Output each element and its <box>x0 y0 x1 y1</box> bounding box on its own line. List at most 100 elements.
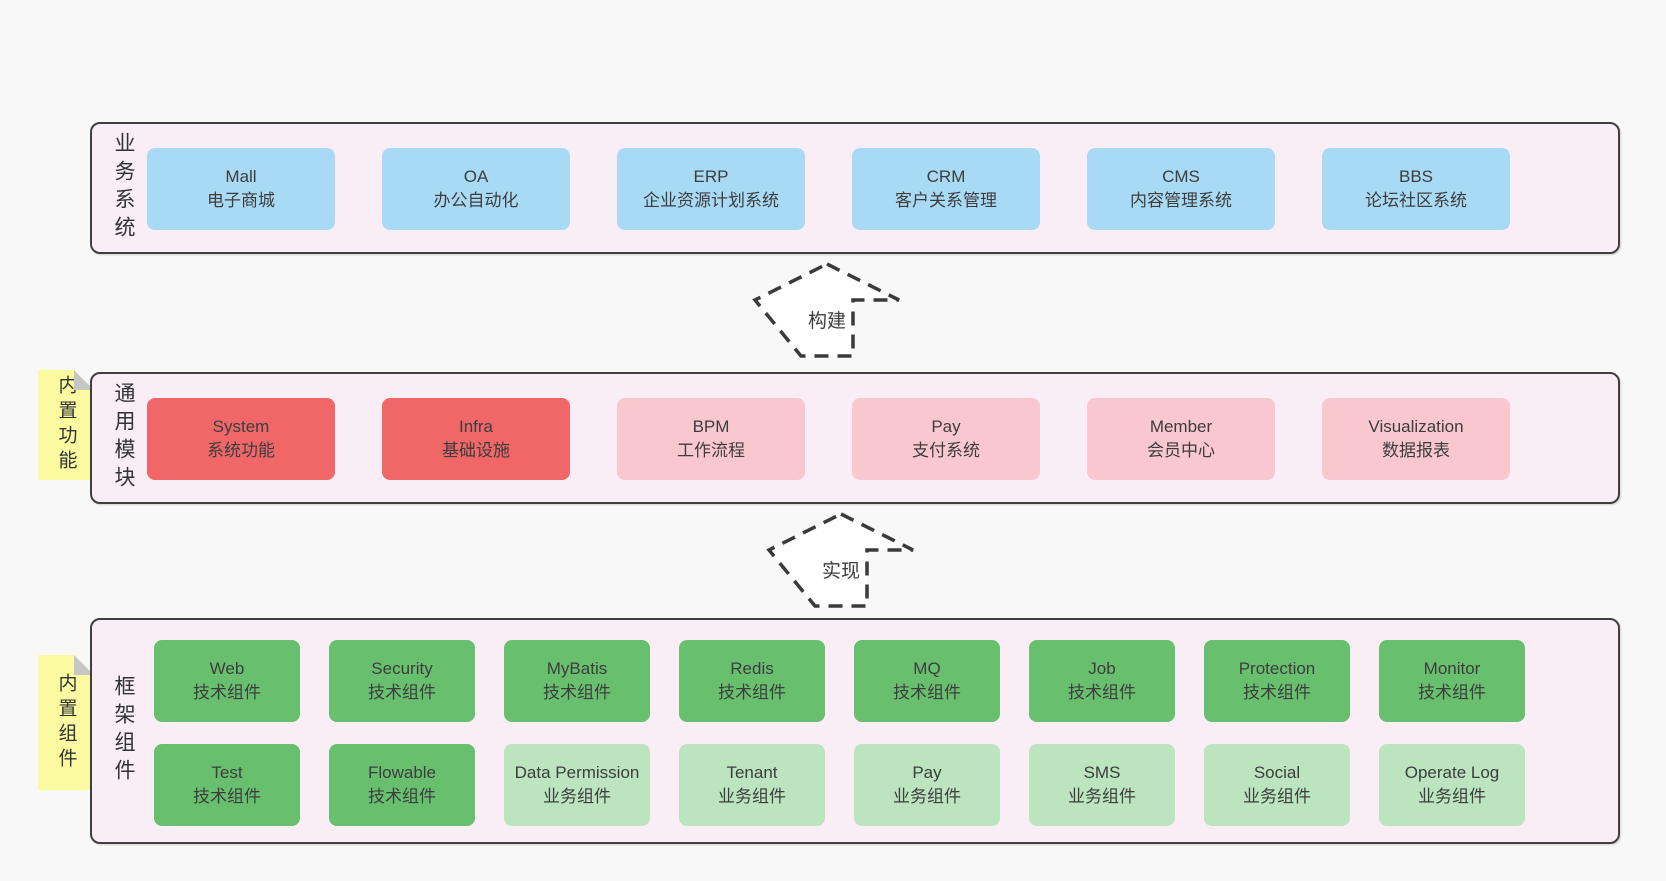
box-subtitle: 电子商城 <box>207 191 275 210</box>
box-monitor: Monitor 技术组件 <box>1379 640 1525 722</box>
box-mall: Mall 电子商城 <box>147 148 335 230</box>
box-protection: Protection 技术组件 <box>1204 640 1350 722</box>
arrow-implement-label: 实现 <box>819 556 863 583</box>
box-title: Monitor <box>1423 658 1481 678</box>
box-mq: MQ 技术组件 <box>854 640 1000 722</box>
box-mybatis: MyBatis 技术组件 <box>504 640 650 722</box>
components-box-row-2: Test 技术组件 Flowable 技术组件 Data Permission … <box>154 744 1525 826</box>
box-subtitle: 数据报表 <box>1382 441 1450 460</box>
box-security: Security 技术组件 <box>329 640 475 722</box>
box-erp: ERP 企业资源计划系统 <box>617 148 805 230</box>
box-title: Flowable <box>367 762 437 782</box>
box-pay-component: Pay 业务组件 <box>854 744 1000 826</box>
box-job: Job 技术组件 <box>1029 640 1175 722</box>
panel-components-label: 框架组件 <box>112 675 135 787</box>
panel-business-systems: 业务系统 Mall 电子商城 OA 办公自动化 ERP 企业资源计划系统 CRM… <box>90 122 1620 254</box>
arrow-build-label: 构建 <box>805 306 849 333</box>
sticky-note-text: 内置组件 <box>55 672 77 773</box>
business-box-row: Mall 电子商城 OA 办公自动化 ERP 企业资源计划系统 CRM 客户关系… <box>147 148 1510 230</box>
box-title: Infra <box>458 416 494 436</box>
box-title: ERP <box>693 166 729 186</box>
box-subtitle: 业务组件 <box>1243 787 1311 806</box>
box-subtitle: 工作流程 <box>677 441 745 460</box>
box-visualization: Visualization 数据报表 <box>1322 398 1510 480</box>
box-flowable: Flowable 技术组件 <box>329 744 475 826</box>
box-title: Security <box>371 658 433 678</box>
box-subtitle: 业务组件 <box>543 787 611 806</box>
box-cms: CMS 内容管理系统 <box>1087 148 1275 230</box>
box-sms: SMS 业务组件 <box>1029 744 1175 826</box>
box-subtitle: 技术组件 <box>543 683 611 702</box>
box-member: Member 会员中心 <box>1087 398 1275 480</box>
box-data-permission: Data Permission 业务组件 <box>504 744 650 826</box>
box-title: Visualization <box>1368 416 1464 436</box>
box-subtitle: 客户关系管理 <box>895 191 997 210</box>
box-title: Web <box>209 658 245 678</box>
panel-common-modules: 通用模块 System 系统功能 Infra 基础设施 BPM 工作流程 Pay… <box>90 372 1620 504</box>
box-bpm: BPM 工作流程 <box>617 398 805 480</box>
sticky-note-built-in-components: 内置组件 <box>38 655 94 790</box>
box-title: SMS <box>1083 762 1121 782</box>
box-tenant: Tenant 业务组件 <box>679 744 825 826</box>
box-subtitle: 技术组件 <box>1418 683 1486 702</box>
box-subtitle: 论坛社区系统 <box>1365 191 1467 210</box>
panel-framework-components: 框架组件 Web 技术组件 Security 技术组件 MyBatis 技术组件… <box>90 618 1620 844</box>
box-crm: CRM 客户关系管理 <box>852 148 1040 230</box>
box-subtitle: 系统功能 <box>207 441 275 460</box>
box-title: Data Permission <box>514 762 640 782</box>
box-subtitle: 业务组件 <box>893 787 961 806</box>
box-title: BPM <box>692 416 730 436</box>
box-subtitle: 技术组件 <box>893 683 961 702</box>
sticky-note-text: 内置功能 <box>55 375 77 475</box>
box-title: Protection <box>1238 658 1316 678</box>
box-subtitle: 技术组件 <box>368 683 436 702</box>
box-test: Test 技术组件 <box>154 744 300 826</box>
box-title: MyBatis <box>546 658 608 678</box>
box-title: CMS <box>1162 166 1200 186</box>
panel-business-label: 业务系统 <box>112 132 135 244</box>
box-web: Web 技术组件 <box>154 640 300 722</box>
arrow-build: 构建 <box>747 260 907 360</box>
box-title: Tenant <box>726 762 778 782</box>
box-subtitle: 技术组件 <box>1243 683 1311 702</box>
box-subtitle: 技术组件 <box>1068 683 1136 702</box>
panel-modules-label: 通用模块 <box>112 382 135 494</box>
folded-corner-icon <box>74 370 94 390</box>
box-operate-log: Operate Log 业务组件 <box>1379 744 1525 826</box>
box-subtitle: 支付系统 <box>912 441 980 460</box>
box-title: MQ <box>913 658 941 678</box>
box-title: Test <box>211 762 243 782</box>
box-system: System 系统功能 <box>147 398 335 480</box>
box-subtitle: 业务组件 <box>1418 787 1486 806</box>
arrow-implement: 实现 <box>761 510 921 610</box>
components-box-row-1: Web 技术组件 Security 技术组件 MyBatis 技术组件 Redi… <box>154 640 1525 722</box>
box-title: Member <box>1149 416 1213 436</box>
box-title: Social <box>1253 762 1301 782</box>
box-subtitle: 内容管理系统 <box>1130 191 1232 210</box>
box-subtitle: 技术组件 <box>718 683 786 702</box>
box-subtitle: 基础设施 <box>442 441 510 460</box>
box-oa: OA 办公自动化 <box>382 148 570 230</box>
box-redis: Redis 技术组件 <box>679 640 825 722</box>
sticky-note-built-in-features: 内置功能 <box>38 370 94 480</box>
box-title: CRM <box>926 166 966 186</box>
box-bbs: BBS 论坛社区系统 <box>1322 148 1510 230</box>
box-subtitle: 企业资源计划系统 <box>643 191 779 210</box>
box-title: Pay <box>912 762 942 782</box>
box-title: BBS <box>1398 166 1434 186</box>
box-title: System <box>212 416 270 436</box>
box-infra: Infra 基础设施 <box>382 398 570 480</box>
box-social: Social 业务组件 <box>1204 744 1350 826</box>
modules-box-row: System 系统功能 Infra 基础设施 BPM 工作流程 Pay 支付系统… <box>147 398 1510 480</box>
box-title: Pay <box>931 416 961 436</box>
box-title: Operate Log <box>1404 762 1500 782</box>
box-title: Mall <box>225 166 257 186</box>
box-subtitle: 技术组件 <box>193 683 261 702</box>
box-title: OA <box>463 166 489 186</box>
box-title: Redis <box>730 658 774 678</box>
box-subtitle: 技术组件 <box>193 787 261 806</box>
box-subtitle: 技术组件 <box>368 787 436 806</box>
box-subtitle: 业务组件 <box>1068 787 1136 806</box>
box-title: Job <box>1088 658 1116 678</box>
box-subtitle: 办公自动化 <box>433 191 519 210</box>
